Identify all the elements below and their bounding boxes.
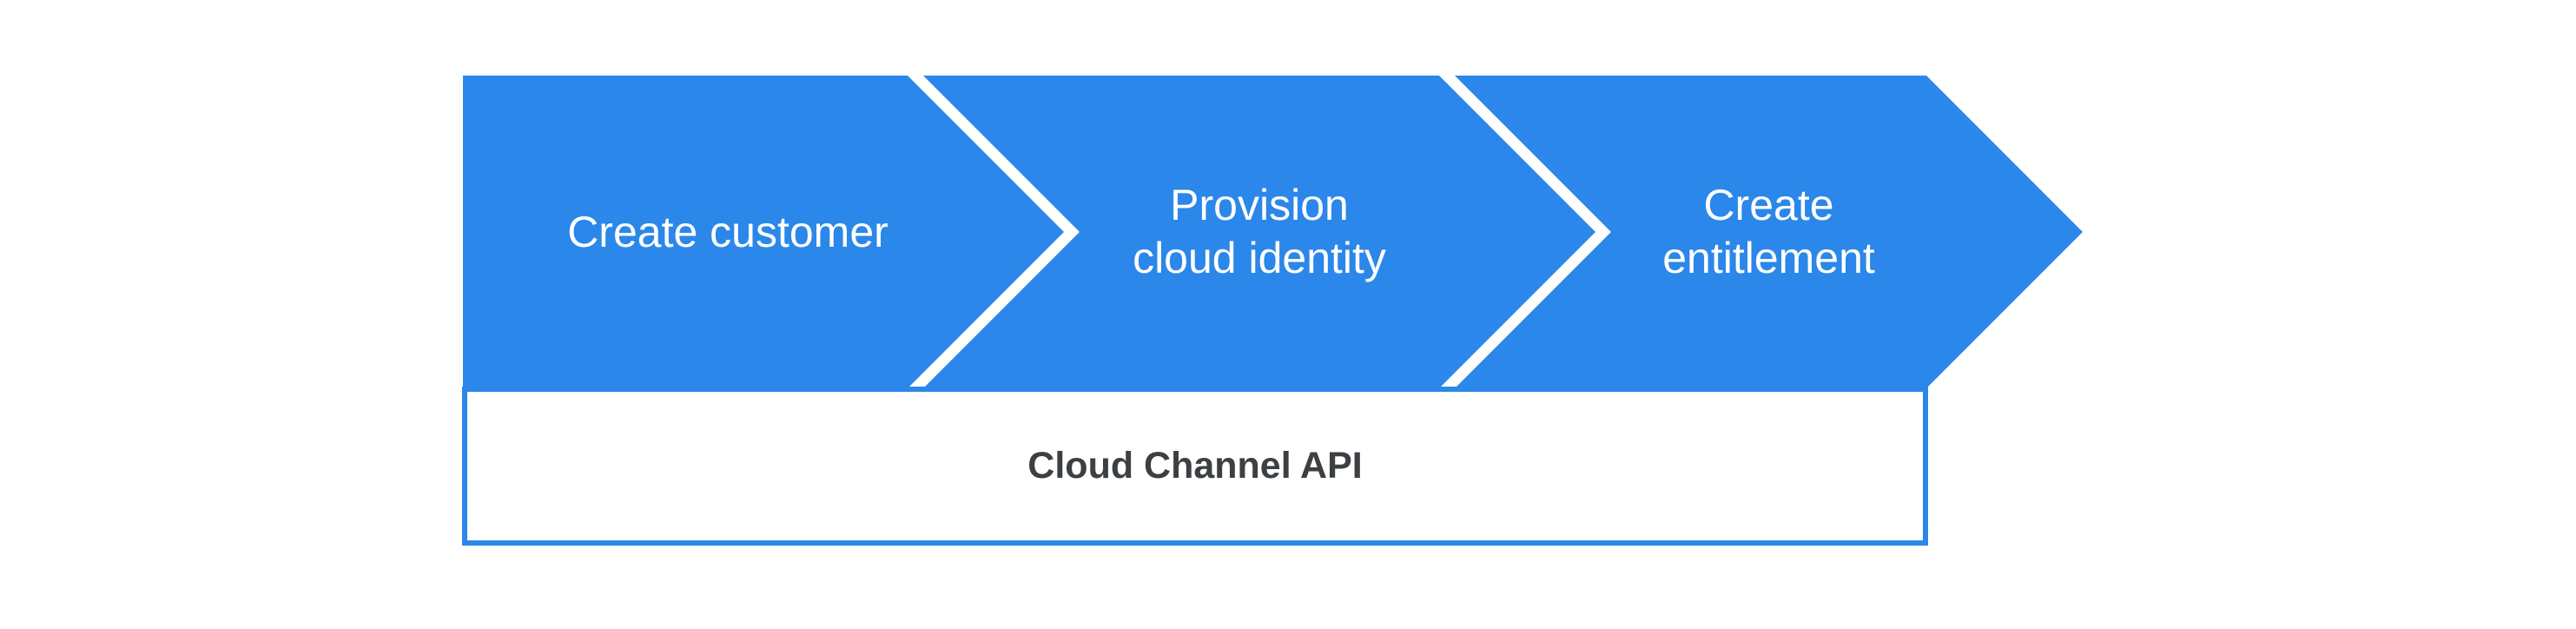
cloud-channel-api-box: Cloud Channel API	[462, 387, 1928, 546]
step-label-line-1: Provision	[1170, 181, 1349, 229]
step-label-line-1: Create	[1703, 181, 1834, 229]
step-label-line-2: cloud identity	[1133, 234, 1386, 282]
cloud-channel-api-label: Cloud Channel API	[1027, 445, 1363, 487]
step-label: Create customer	[567, 207, 888, 256]
step-label-line-2: entitlement	[1662, 234, 1875, 282]
